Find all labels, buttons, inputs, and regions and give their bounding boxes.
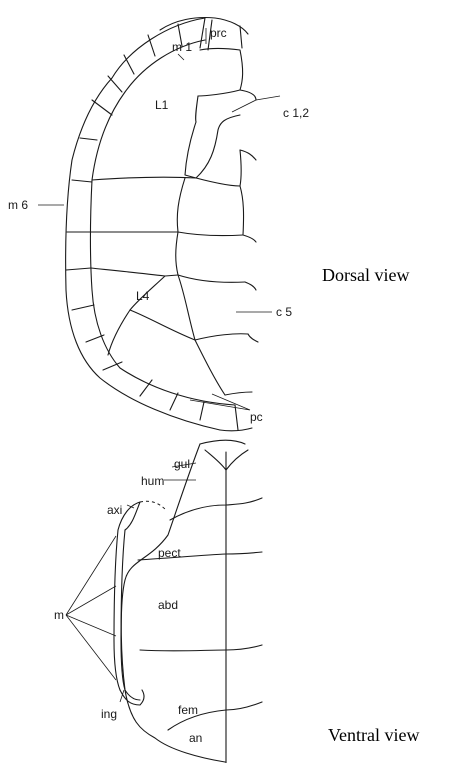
label-abd: abd <box>158 598 178 612</box>
label-pc: pc <box>250 410 263 424</box>
carapace-drawing <box>38 18 280 431</box>
label-prc: prc <box>210 26 227 40</box>
label-pect: pect <box>158 546 181 560</box>
label-m: m <box>54 608 64 622</box>
label-m6: m 6 <box>8 198 28 212</box>
label-axi: axi <box>107 503 122 517</box>
label-ing: ing <box>101 707 117 721</box>
dorsal-view-caption: Dorsal view <box>322 265 409 285</box>
ventral-view-caption: Ventral view <box>328 725 419 745</box>
label-hum: hum <box>141 474 164 488</box>
label-fem: fem <box>178 703 198 717</box>
label-c5: c 5 <box>276 305 292 319</box>
label-c1-2: c 1,2 <box>283 106 309 120</box>
label-gul: gul <box>174 457 190 471</box>
label-m1: m 1 <box>172 40 192 54</box>
label-an: an <box>189 731 202 745</box>
label-l1: L1 <box>155 98 169 112</box>
label-l4: L4 <box>136 289 150 303</box>
dorsal-labels: m 1 prc L1 c 1,2 m 6 L4 c 5 pc <box>8 26 309 424</box>
